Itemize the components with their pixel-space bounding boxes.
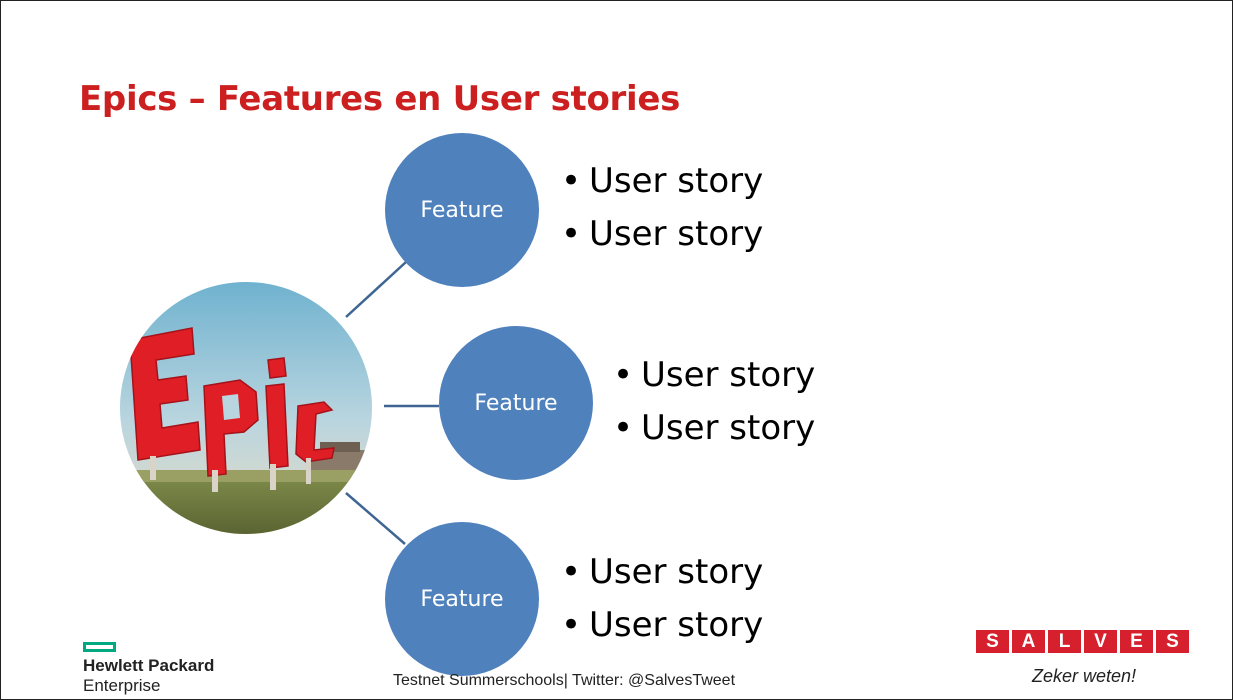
user-story-text: User story [589, 214, 764, 254]
salves-logo-letter: V [1084, 630, 1117, 653]
user-story-item: •User story [613, 349, 815, 402]
feature-node: Feature [385, 133, 539, 287]
salves-logo-wordmark: S A L V E S [976, 630, 1189, 653]
user-story-text: User story [589, 161, 764, 201]
feature-label: Feature [420, 197, 504, 223]
hpe-logo-line2: Enterprise [83, 676, 161, 695]
user-story-text: User story [641, 408, 816, 448]
connector-line-top [345, 261, 407, 318]
salves-logo: S A L V E S Zeker weten! [976, 630, 1194, 694]
feature-node: Feature [385, 522, 539, 676]
connector-line-bottom [345, 492, 406, 545]
bullet: • [613, 355, 634, 395]
user-story-item: •User story [561, 546, 763, 599]
salves-logo-letter: A [1012, 630, 1045, 653]
user-story-text: User story [641, 355, 816, 395]
slide-title: Epics – Features en User stories [79, 79, 681, 119]
user-story-item: •User story [561, 599, 763, 652]
salves-logo-letter: E [1120, 630, 1153, 653]
salves-logo-letter: S [1156, 630, 1189, 653]
salves-logo-letter: S [976, 630, 1009, 653]
user-story-list: •User story •User story [561, 546, 763, 652]
bullet: • [561, 552, 582, 592]
bullet: • [561, 214, 582, 254]
user-story-item: •User story [561, 155, 763, 208]
feature-node: Feature [439, 326, 593, 480]
feature-label: Feature [420, 586, 504, 612]
hpe-logo-line1: Hewlett Packard [83, 656, 215, 675]
bullet: • [613, 408, 634, 448]
bullet: • [561, 605, 582, 645]
user-story-item: •User story [613, 402, 815, 455]
user-story-text: User story [589, 552, 764, 592]
footer-text: Testnet Summerschools| Twitter: @SalvesT… [393, 672, 736, 689]
salves-tagline: Zeker weten! [1032, 666, 1137, 686]
epic-image [120, 282, 372, 534]
bullet: • [561, 161, 582, 201]
salves-logo-letter: L [1048, 630, 1081, 653]
hpe-logo-icon [83, 642, 116, 652]
feature-label: Feature [474, 390, 558, 416]
user-story-list: •User story •User story [613, 349, 815, 455]
user-story-text: User story [589, 605, 764, 645]
user-story-item: •User story [561, 208, 763, 261]
hpe-logo: Hewlett Packard Enterprise [83, 642, 243, 698]
user-story-list: •User story •User story [561, 155, 763, 261]
